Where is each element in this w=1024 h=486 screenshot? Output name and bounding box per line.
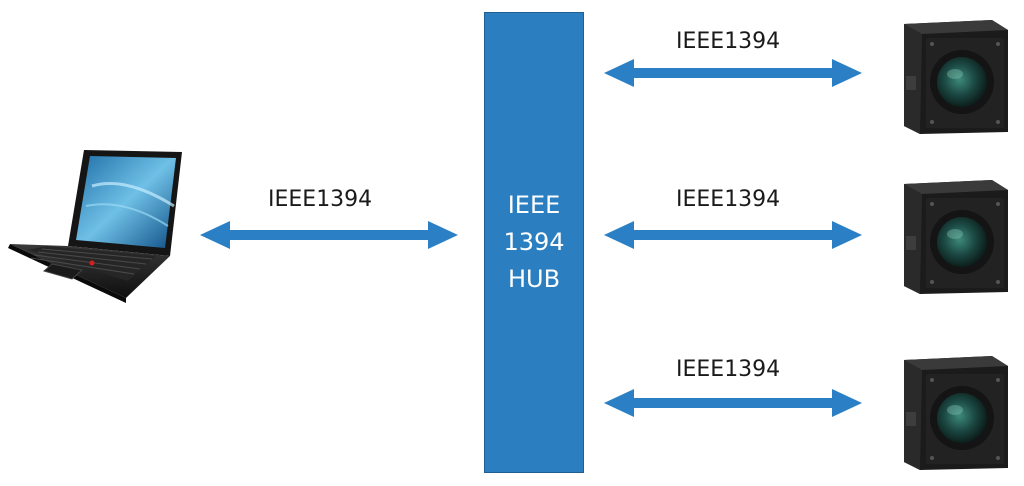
- hub-label-line: IEEE: [507, 191, 561, 219]
- camera-link-label: IEEE1394: [676, 357, 781, 382]
- laptop-icon: [8, 150, 182, 303]
- hub-label-line: 1394: [503, 228, 565, 256]
- laptop-hub-arrow: [200, 221, 458, 249]
- camera-link-label: IEEE1394: [676, 187, 781, 212]
- hub-label-line: HUB: [507, 265, 561, 293]
- laptop-link-label: IEEE1394: [268, 187, 373, 212]
- camera-icon: [904, 180, 1008, 294]
- hub-label: IEEE 1394 HUB: [485, 187, 583, 298]
- hub-camera-arrow: [604, 59, 862, 87]
- camera-icon: [904, 356, 1008, 470]
- hub-camera-arrow: [604, 221, 862, 249]
- hub-camera-arrow: [604, 389, 862, 417]
- camera-link-label: IEEE1394: [676, 29, 781, 54]
- ieee1394-hub: IEEE 1394 HUB: [484, 12, 584, 473]
- camera-icon: [904, 20, 1008, 134]
